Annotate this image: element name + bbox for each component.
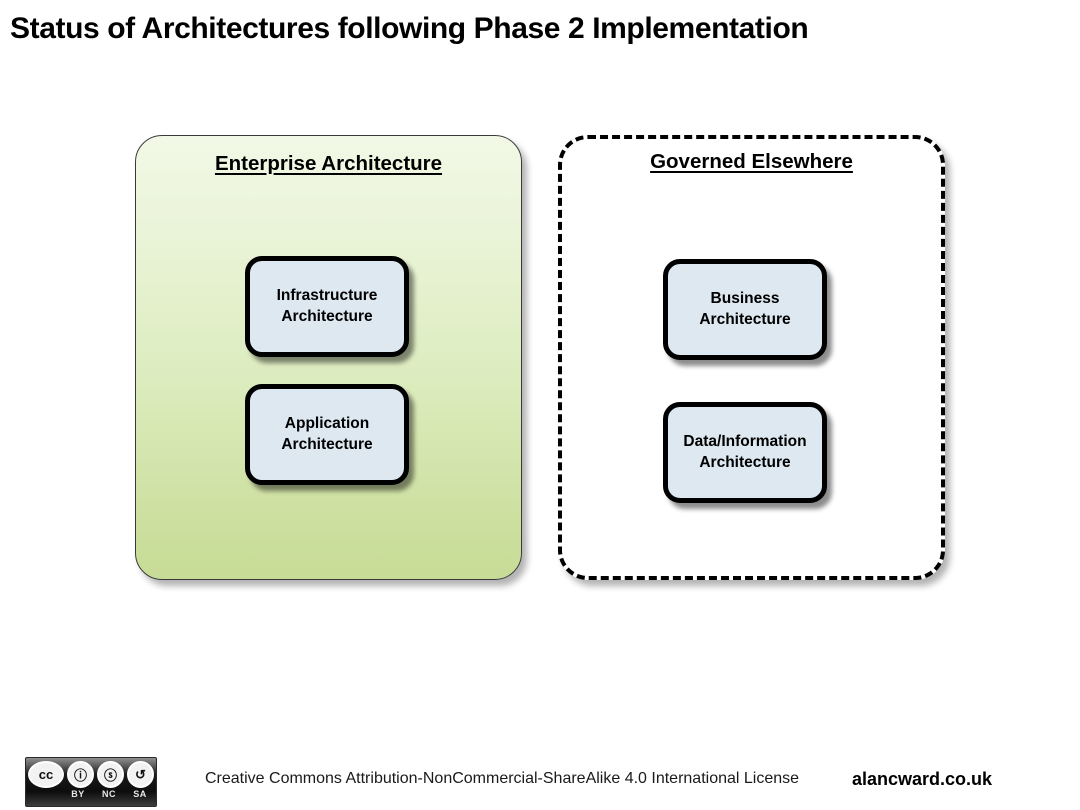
- cc-nc-icon: ⓢ: [97, 761, 124, 788]
- box-business-architecture[interactable]: Business Architecture: [663, 259, 827, 360]
- box-label-data-information-architecture: Data/Information Architecture: [683, 433, 807, 471]
- box-label-application-architecture: Application Architecture: [281, 415, 373, 453]
- footer: cc ⓘ ⓢ ↺ BY NC SA Creative Commons Attri…: [0, 753, 1080, 810]
- cc-label-sa: SA: [133, 789, 147, 799]
- box-label-infrastructure-architecture: Infrastructure Architecture: [276, 287, 378, 325]
- creative-commons-badge-icon[interactable]: cc ⓘ ⓢ ↺ BY NC SA: [25, 757, 157, 807]
- cc-logo-icon: cc: [28, 761, 64, 788]
- cc-sa-icon: ↺: [127, 761, 154, 788]
- page-title: Status of Architectures following Phase …: [10, 12, 809, 45]
- group-enterprise-architecture: Enterprise Architecture Infrastructure A…: [135, 135, 522, 580]
- license-text: Creative Commons Attribution-NonCommerci…: [205, 770, 800, 787]
- cc-label-by: BY: [71, 789, 85, 799]
- group-title-enterprise-architecture: Enterprise Architecture: [214, 152, 443, 175]
- box-infrastructure-architecture[interactable]: Infrastructure Architecture: [245, 256, 409, 357]
- group-governed-elsewhere: Governed Elsewhere Business Architecture…: [558, 135, 945, 580]
- box-label-business-architecture: Business Architecture: [699, 290, 791, 328]
- box-data-information-architecture[interactable]: Data/Information Architecture: [663, 402, 827, 503]
- site-credit: alancward.co.uk: [852, 769, 993, 789]
- group-title-governed-elsewhere: Governed Elsewhere: [650, 150, 853, 173]
- box-application-architecture[interactable]: Application Architecture: [245, 384, 409, 485]
- cc-label-row: BY NC SA: [28, 789, 154, 799]
- cc-by-icon: ⓘ: [67, 761, 94, 788]
- cc-icon-row: cc ⓘ ⓢ ↺: [28, 761, 154, 788]
- cc-label-nc: NC: [102, 789, 116, 799]
